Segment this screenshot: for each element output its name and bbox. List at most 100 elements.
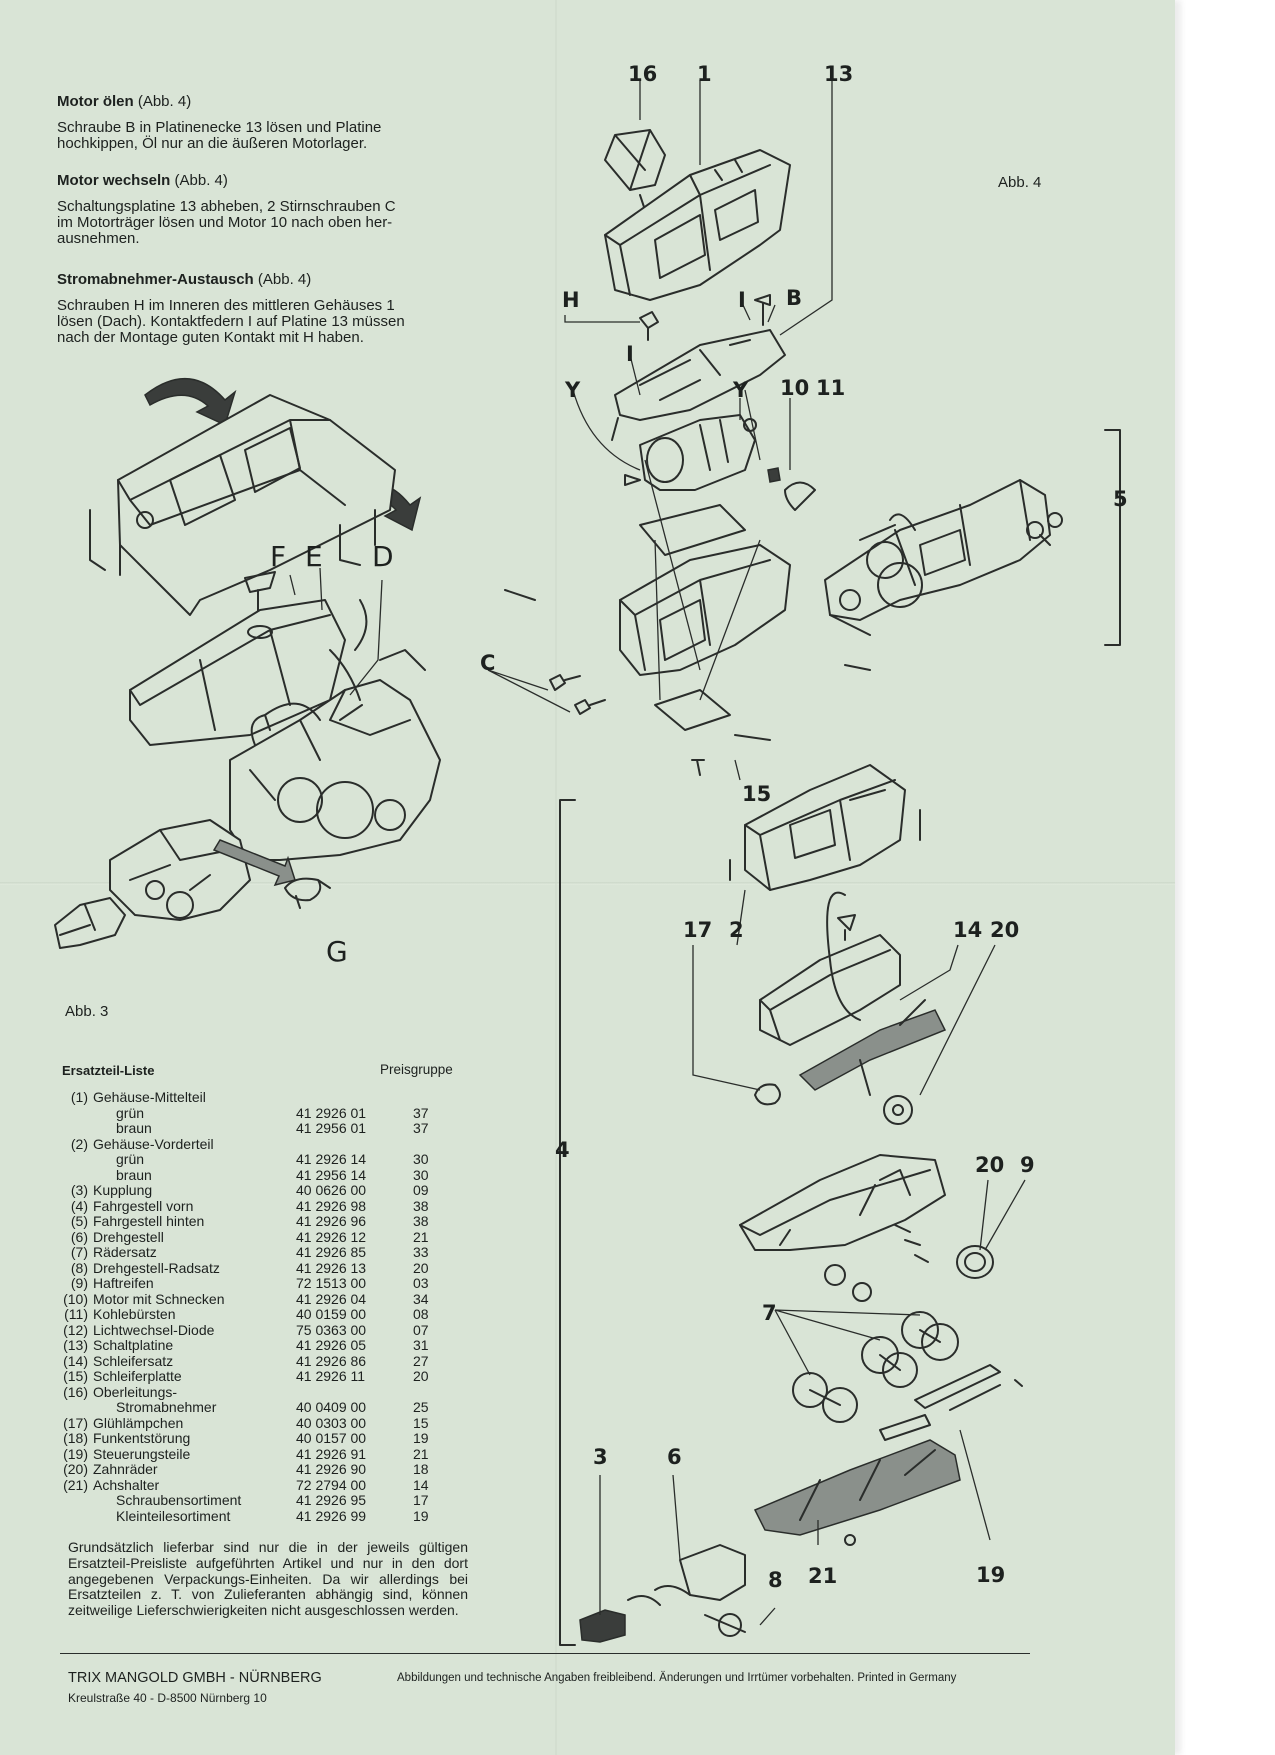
label-4: 4 bbox=[555, 1138, 570, 1162]
rotate-arrow-icon bbox=[144, 377, 237, 427]
parts-name: Schraubensortiment bbox=[116, 1492, 242, 1508]
parts-name: Funkentstörung bbox=[93, 1430, 191, 1446]
paper-fold-horizontal bbox=[0, 882, 1175, 885]
section-line: Schraube B in Platinenecke 13 lösen und … bbox=[57, 119, 382, 136]
parts-num: (3) bbox=[70, 1182, 88, 1198]
parts-num: (8) bbox=[70, 1259, 88, 1276]
frame-part bbox=[753, 1439, 961, 1536]
parts-row: braun 41 2956 01 37 bbox=[60, 1120, 500, 1136]
parts-name: Motor mit Schnecken bbox=[93, 1290, 225, 1307]
parts-name: Glühlämpchen bbox=[93, 1414, 184, 1431]
parts-art-no: 40 0409 00 bbox=[296, 1399, 367, 1415]
parts-name: Schaltplatine bbox=[93, 1337, 174, 1353]
parts-name: Zahnräder bbox=[93, 1461, 158, 1477]
section-ref: (Abb. 4) bbox=[174, 172, 228, 189]
parts-num: (13) bbox=[63, 1337, 88, 1353]
parts-num: (1) bbox=[70, 1089, 88, 1105]
parts-name: Kohlebürsten bbox=[93, 1306, 176, 1322]
parts-num: (18) bbox=[63, 1430, 88, 1446]
parts-num: (9) bbox=[70, 1275, 88, 1291]
abb4-lower-drawing bbox=[559, 764, 1026, 1646]
parts-price-group: 38 bbox=[413, 1213, 429, 1229]
parts-art-no: 41 2926 04 bbox=[296, 1290, 367, 1307]
disclaimer: Abbildungen und technische Angaben freib… bbox=[397, 1672, 957, 1684]
label-2: 2 bbox=[729, 918, 744, 942]
section-title: Stromabnehmer-Austausch bbox=[57, 271, 254, 288]
parts-name: Fahrgestell hinten bbox=[93, 1213, 205, 1229]
section-ref: (Abb. 4) bbox=[137, 93, 192, 110]
abb4-drawing bbox=[487, 80, 1121, 781]
parts-num: (14) bbox=[63, 1352, 88, 1369]
parts-name: Drehgestell bbox=[93, 1228, 164, 1245]
parts-num: (2) bbox=[70, 1135, 88, 1152]
parts-num: (6) bbox=[70, 1228, 88, 1245]
bogie-part bbox=[679, 1544, 746, 1601]
housing-part bbox=[117, 394, 396, 616]
company-address: Kreulstraße 40 - D-8500 Nürnberg 10 bbox=[68, 1691, 267, 1705]
parts-name: braun bbox=[116, 1120, 152, 1136]
label-9: 9 bbox=[1020, 1153, 1035, 1177]
parts-art-no: 40 0626 00 bbox=[296, 1182, 367, 1198]
parts-price-group: 25 bbox=[413, 1399, 429, 1415]
label-7: 7 bbox=[762, 1301, 777, 1325]
section-line: nach der Montage guten Kontakt mit H hab… bbox=[57, 329, 364, 346]
parts-price-group: 03 bbox=[413, 1275, 429, 1291]
paper-fold-vertical bbox=[555, 0, 557, 1755]
parts-art-no: 41 2926 90 bbox=[296, 1461, 367, 1477]
label-17: 17 bbox=[683, 918, 713, 942]
label-5: 5 bbox=[1113, 487, 1128, 511]
parts-price-group: 37 bbox=[413, 1104, 429, 1121]
slider-part bbox=[798, 1009, 947, 1091]
label-16: 16 bbox=[628, 62, 658, 86]
parts-row: (16) Oberleitungs- bbox=[60, 1383, 500, 1400]
label-20: 20 bbox=[975, 1153, 1005, 1177]
exploded-view-drawings bbox=[54, 80, 1121, 1646]
label-19: 19 bbox=[976, 1563, 1006, 1587]
parts-art-no: 72 2794 00 bbox=[296, 1476, 367, 1493]
section-line: im Motorträger lösen und Motor 10 nach o… bbox=[57, 214, 393, 231]
section-motor-wechseln: Motor wechseln (Abb. 4) Schaltungsplatin… bbox=[57, 173, 396, 247]
figure-caption-abb4: Abb. 4 bbox=[998, 174, 1042, 191]
company-name: TRIX MANGOLD GMBH - NÜRNBERG bbox=[68, 1670, 322, 1686]
parts-row: (1)Gehäuse-Mittelteil bbox=[60, 1089, 500, 1105]
parts-name: Rädersatz bbox=[93, 1244, 157, 1260]
parts-art-no: 72 1513 00 bbox=[296, 1275, 367, 1291]
housing-part bbox=[129, 599, 346, 746]
parts-num: (16) bbox=[63, 1383, 88, 1400]
parts-name: Oberleitungs- bbox=[93, 1383, 178, 1400]
section-title: Motor ölen bbox=[57, 93, 134, 110]
parts-price-group: 17 bbox=[413, 1492, 429, 1508]
parts-art-no: 40 0159 00 bbox=[296, 1306, 367, 1322]
frame-part bbox=[739, 1154, 946, 1251]
parts-price-group: 30 bbox=[413, 1166, 429, 1183]
label-13: 13 bbox=[824, 62, 854, 86]
section-line: ausnehmen. bbox=[57, 230, 140, 247]
parts-price-group: 37 bbox=[413, 1120, 429, 1136]
section-line: Schaltungsplatine 13 abheben, 2 Stirnsch… bbox=[57, 198, 396, 215]
parts-price-group: 14 bbox=[413, 1476, 429, 1493]
parts-art-no: 41 2956 01 bbox=[296, 1120, 367, 1136]
coupling-part bbox=[579, 1609, 626, 1643]
parts-price-group: 07 bbox=[413, 1321, 429, 1338]
parts-art-no: 41 2926 95 bbox=[296, 1492, 367, 1508]
section-stromabnehmer: Stromabnehmer-Austausch (Abb. 4) Schraub… bbox=[57, 272, 405, 346]
parts-name: Schleifersatz bbox=[93, 1352, 174, 1369]
parts-price-group: 18 bbox=[413, 1461, 429, 1477]
circuit-plate bbox=[614, 329, 786, 421]
section-line: Schrauben H im Inneren des mittleren Geh… bbox=[57, 297, 395, 314]
parts-art-no: 41 2926 85 bbox=[296, 1244, 367, 1260]
parts-num: (19) bbox=[63, 1445, 88, 1462]
parts-name: Kupplung bbox=[93, 1182, 153, 1198]
parts-art-no: 75 0363 00 bbox=[296, 1321, 367, 1338]
